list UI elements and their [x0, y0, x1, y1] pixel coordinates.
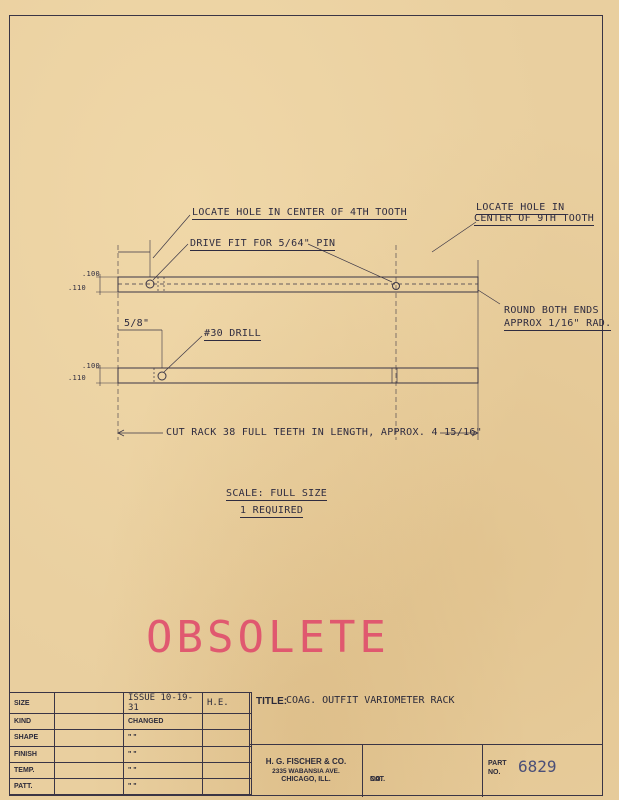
title-block-right: TITLE: COAG. OUTFIT VARIOMETER RACK H. G… — [249, 692, 603, 797]
issue-cell: " " — [123, 729, 203, 747]
cat-label: CAT. — [370, 776, 386, 783]
title-value: COAG. OUTFIT VARIOMETER RACK — [286, 695, 455, 706]
title-row: TITLE: COAG. OUTFIT VARIOMETER RACK — [250, 692, 603, 744]
rack-side-view — [117, 367, 479, 384]
issue-initials — [202, 712, 252, 731]
quantity-note: 1 REQUIRED — [240, 505, 304, 518]
note-round-ends-line2: APPROX 1/16" RAD. — [504, 318, 612, 331]
table-row: TEMP. " " — [9, 761, 252, 780]
issue-cell: " " — [123, 761, 203, 780]
drill-hole — [157, 371, 167, 381]
row-label: TEMP. — [9, 761, 55, 780]
dim-thickness-top-b: .110 — [68, 284, 87, 292]
note-drill: #30 DRILL — [204, 328, 261, 341]
note-drive-fit: DRIVE FIT FOR 5/64" PIN — [190, 238, 336, 251]
issue-cell: " " — [123, 745, 203, 763]
issue-date: ISSUE 10-19-31 — [123, 692, 203, 714]
company-city: CHICAGO, ILL. — [281, 776, 331, 783]
part-no-label: NO. — [488, 769, 501, 776]
issue-initials — [202, 778, 252, 796]
table-row: PATT. " " — [9, 778, 252, 796]
note-cut-rack: CUT RACK 38 FULL TEETH IN LENGTH, APPROX… — [166, 427, 483, 438]
issue-initials — [202, 745, 252, 763]
title-block: SIZE ISSUE 10-19-31 H.E. KIND CHANGED SH… — [9, 692, 603, 797]
issue-cell: " " — [123, 778, 203, 796]
table-row: SHAPE " " — [9, 729, 252, 747]
dim-offset: 5/8" — [124, 318, 150, 329]
note-locate-9th-line1: LOCATE HOLE IN — [476, 202, 565, 215]
issue-cell: CHANGED — [123, 712, 203, 731]
title-label: TITLE: — [256, 696, 288, 707]
revision-table: SIZE ISSUE 10-19-31 H.E. KIND CHANGED SH… — [9, 692, 252, 796]
row-label: SHAPE — [9, 729, 55, 747]
row-label: KIND — [9, 712, 55, 731]
part-number-cell: PART NO. 6829 — [482, 745, 604, 797]
company-row: H. G. FISCHER & CO. 2335 WABANSIA AVE. C… — [250, 744, 603, 797]
company-block: H. G. FISCHER & CO. 2335 WABANSIA AVE. C… — [250, 745, 363, 797]
issue-initials — [202, 729, 252, 747]
company-name: H. G. FISCHER & CO. — [265, 757, 347, 766]
table-row: FINISH " " — [9, 745, 252, 763]
table-row: KIND CHANGED — [9, 712, 252, 731]
part-number: 6829 — [518, 757, 557, 776]
note-locate-hole-4th-tooth: LOCATE HOLE IN CENTER OF 4TH TOOTH — [192, 207, 407, 220]
scale-note: SCALE: FULL SIZE — [226, 488, 328, 501]
issue-initials — [202, 761, 252, 780]
cat-no-label: NO. — [370, 776, 383, 783]
pin-hole-4th-tooth — [145, 279, 155, 289]
row-label: PATT. — [9, 778, 55, 796]
part-label: PART — [488, 760, 507, 767]
dim-thickness-top-a: .100 — [82, 270, 101, 278]
dim-thickness-bot-b: .110 — [68, 374, 87, 382]
issue-initials: H.E. — [202, 692, 252, 714]
company-address: 2335 WABANSIA AVE. — [272, 768, 340, 775]
note-round-ends-line1: ROUND BOTH ENDS — [504, 305, 599, 316]
drawing-border — [9, 15, 603, 796]
rack-top-view — [117, 276, 479, 293]
table-row: SIZE ISSUE 10-19-31 H.E. — [9, 692, 252, 714]
obsolete-stamp: OBSOLETE — [146, 612, 390, 663]
dim-thickness-bot-a: .100 — [82, 362, 101, 370]
catalog-number-cell: CAT.NO. — [362, 745, 483, 797]
row-label: SIZE — [9, 692, 55, 714]
note-locate-9th-line2: CENTER OF 9TH TOOTH — [474, 213, 595, 226]
row-label: FINISH — [9, 745, 55, 763]
